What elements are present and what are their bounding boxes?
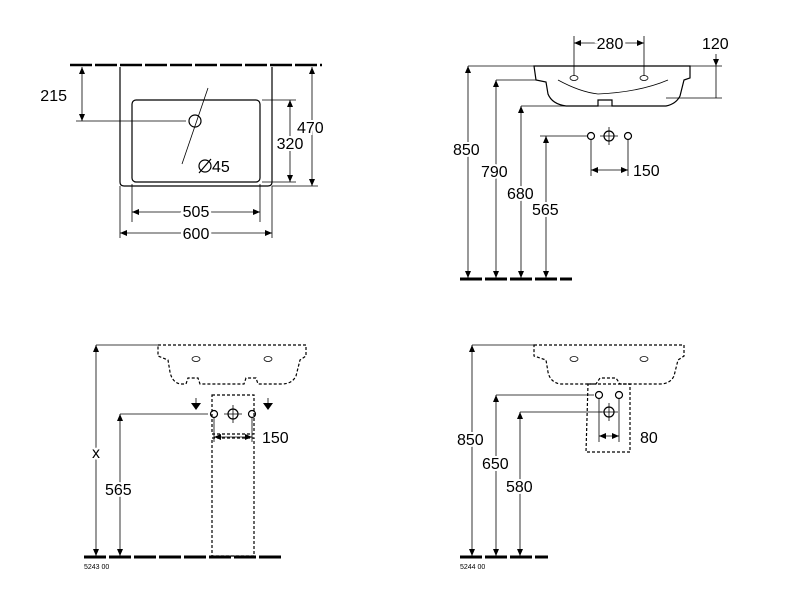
tap-hole-right <box>263 356 273 362</box>
dim-80-label: 80 <box>640 430 658 447</box>
pedestal-top <box>211 394 255 435</box>
dim-tap-hole-label: 45 <box>212 159 230 176</box>
dim-150-label: 150 <box>633 163 660 180</box>
water-connection-left <box>586 131 596 141</box>
basin-front <box>157 344 307 385</box>
dim-505-label: 505 <box>183 204 210 221</box>
water-connection-right <box>247 409 257 419</box>
basin-side <box>533 65 691 107</box>
arrow-down-icon <box>191 398 201 410</box>
dim-850-label: 850 <box>453 142 480 159</box>
tap-hole-right <box>639 356 649 362</box>
dim-215-label: 215 <box>40 88 67 105</box>
basin-front <box>533 344 685 385</box>
dim-120-label: 120 <box>702 36 729 53</box>
basin-bowl-line <box>557 79 669 95</box>
pedestal-view: 150 x 565 5243 00 <box>84 344 307 571</box>
dim-565-label: 565 <box>105 482 132 499</box>
basin-bowl <box>131 99 261 183</box>
dim-580-label: 580 <box>506 479 533 496</box>
water-connection-right <box>623 131 633 141</box>
water-connection-right <box>614 390 624 400</box>
dim-680-label: 680 <box>507 186 534 203</box>
dim-280-label: 280 <box>597 36 624 53</box>
dim-470-label: 470 <box>297 120 324 137</box>
dim-850-label: 850 <box>457 432 484 449</box>
diameter-icon <box>198 158 212 174</box>
water-connection-left <box>594 390 604 400</box>
dim-650-label: 650 <box>482 456 509 473</box>
product-code: 5243 00 <box>84 564 109 571</box>
tap-hole-left <box>569 356 579 362</box>
dim-150-label: 150 <box>262 430 289 447</box>
semi-pedestal-view: 80 850 650 580 5244 00 <box>455 344 685 571</box>
dim-600-label: 600 <box>183 226 210 243</box>
top-view: 215 320 470 45 505 600 <box>40 63 326 246</box>
water-connection-left <box>209 409 219 419</box>
semi-pedestal <box>585 383 631 453</box>
tap-hole-right <box>639 75 649 81</box>
arrow-down-icon <box>263 398 273 410</box>
pedestal-body <box>211 437 255 557</box>
dim-320-label: 320 <box>277 136 304 153</box>
dim-565-label: 565 <box>532 202 559 219</box>
dim-790-label: 790 <box>481 164 508 181</box>
tap-hole-left <box>569 75 579 81</box>
side-view: 280 120 850 790 680 565 <box>451 34 729 281</box>
tap-hole-left <box>191 356 201 362</box>
dim-x-label: x <box>92 445 100 462</box>
product-code: 5244 00 <box>460 564 485 571</box>
basin-outline <box>119 67 273 187</box>
tap-hole-leader <box>181 87 209 165</box>
